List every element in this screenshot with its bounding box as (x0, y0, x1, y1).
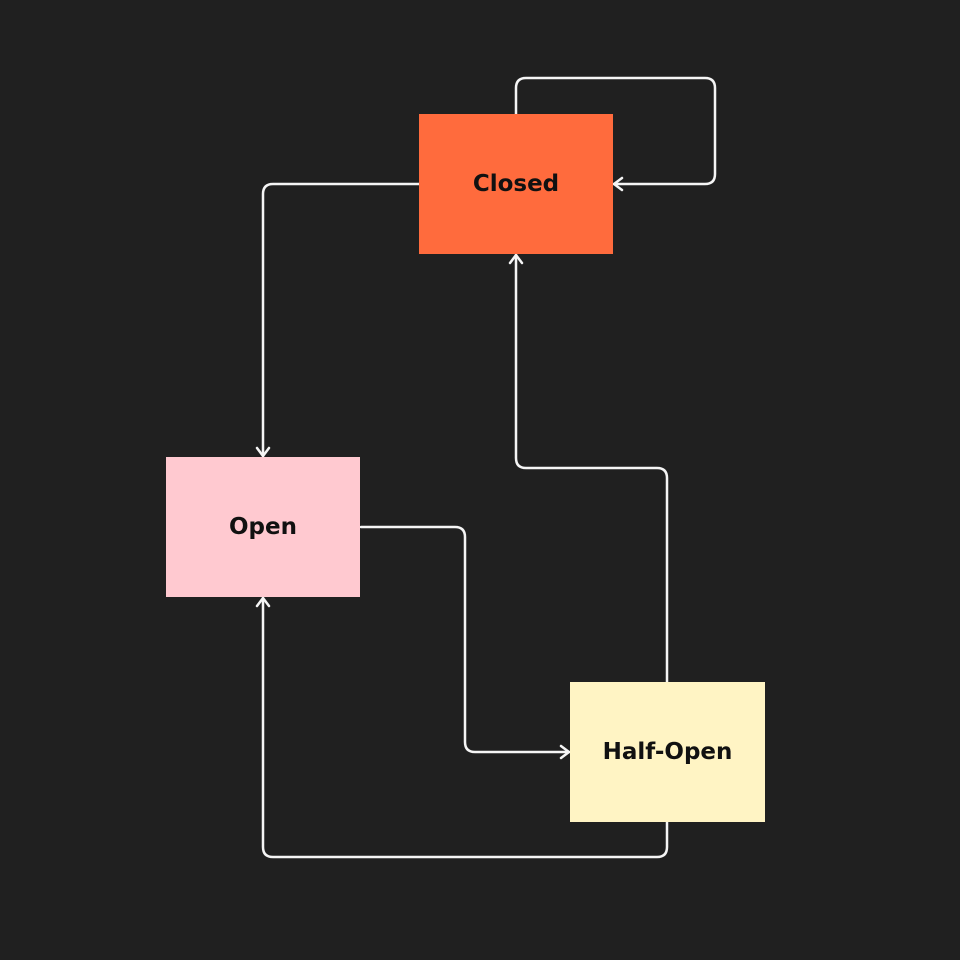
state-half-open-node: Half-Open (570, 682, 765, 822)
state-closed-label: Closed (472, 171, 560, 197)
arrowhead-to-half-open-left (559, 744, 571, 760)
edge-closed-to-open (261, 182, 421, 458)
state-half-open-label: Half-Open (602, 739, 733, 765)
state-open-label: Open (229, 514, 297, 540)
edge-open-to-half-open (359, 525, 571, 754)
state-closed-node: Closed (419, 114, 613, 254)
arrowhead-to-open-top (255, 446, 271, 458)
arrowhead-to-closed-bottom (508, 253, 524, 265)
arrowhead-closed-self (612, 176, 624, 192)
edge-half-open-to-closed (514, 253, 669, 684)
edge-closed-to-closed (514, 76, 717, 186)
state-open-node: Open (166, 457, 360, 597)
arrowhead-to-open-bottom (255, 596, 271, 608)
edge-half-open-to-open (261, 596, 669, 859)
